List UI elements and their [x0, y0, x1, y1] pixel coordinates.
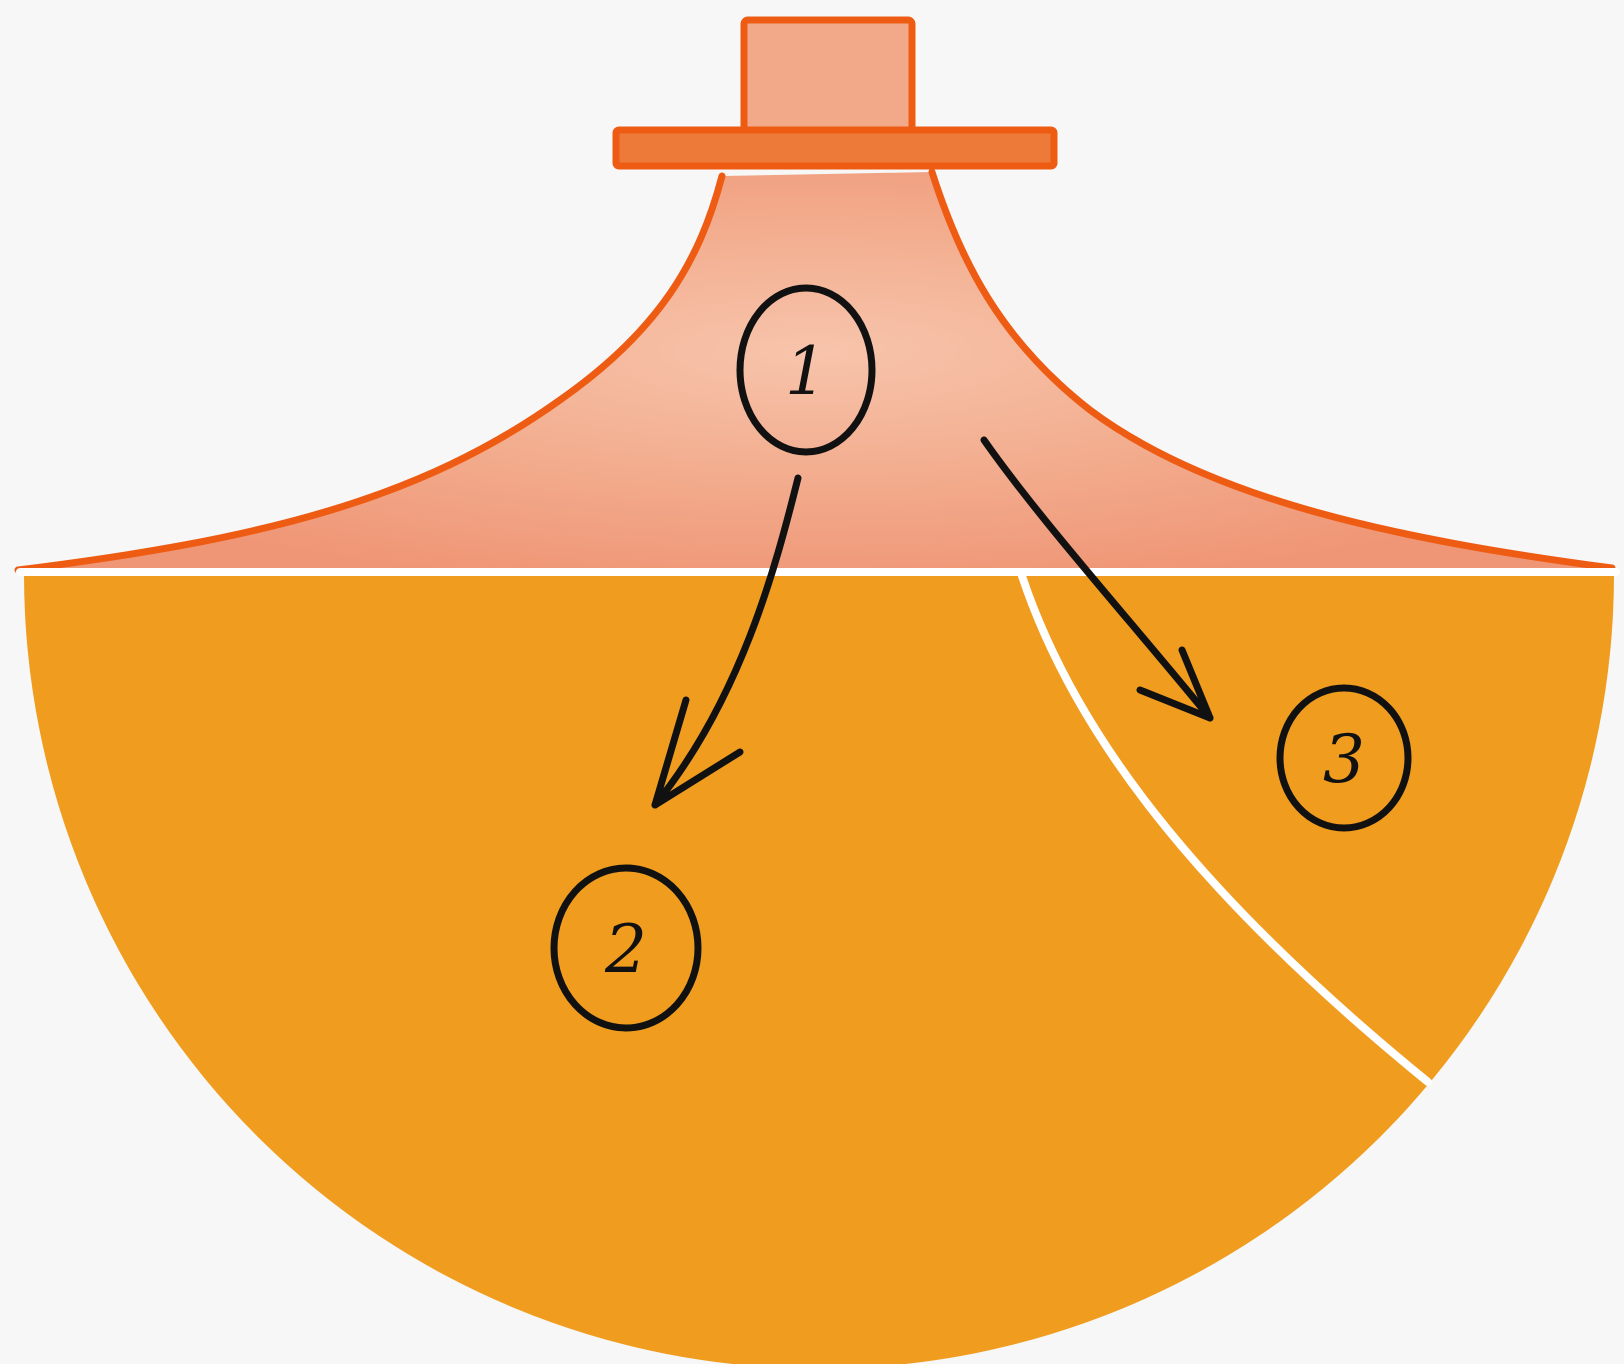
arrow-1-to-2 [651, 474, 802, 809]
lower-region [24, 574, 1614, 1364]
marker-3: 3 [1276, 684, 1412, 832]
cap-flange [612, 126, 1058, 170]
marker-2: 2 [550, 864, 702, 1032]
upper-outline [14, 168, 1616, 574]
marker-2-label: 2 [604, 911, 647, 988]
marker-1: 1 [736, 284, 876, 456]
upper-region [18, 172, 1612, 570]
marker-3-label: 3 [1323, 721, 1365, 798]
cap-stem [740, 16, 916, 136]
arrow-1-to-3 [980, 436, 1214, 722]
region-divider [1018, 572, 1432, 1086]
marker-1-label: 1 [785, 333, 827, 410]
